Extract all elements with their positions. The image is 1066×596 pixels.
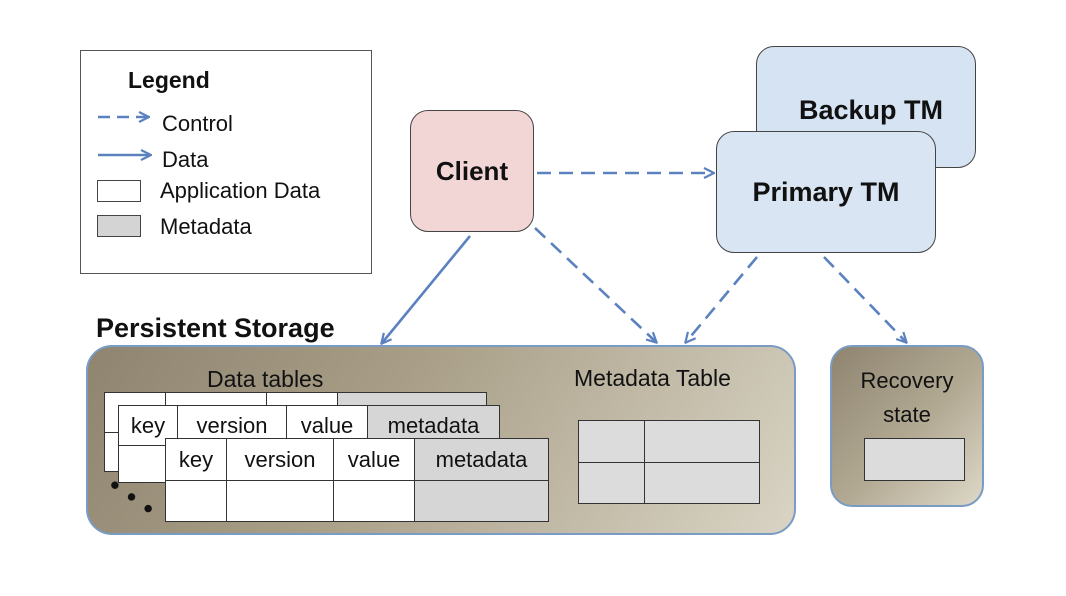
client-to-storage-arrow <box>382 235 472 343</box>
col-key: key <box>165 438 227 481</box>
legend-metadata-label: Metadata <box>160 214 252 239</box>
persistent-storage-title: Persistent Storage <box>96 313 335 343</box>
primary-to-metadata-arrow <box>686 256 758 342</box>
mid-col-key: key <box>118 405 178 446</box>
legend-metadata-swatch <box>97 215 141 237</box>
data-tables-label: Data tables <box>207 366 324 392</box>
metadata-table-label: Metadata Table <box>574 365 731 391</box>
metadata-table-col-divider <box>644 420 645 504</box>
legend-application-data-swatch <box>97 180 141 202</box>
legend-application-data-label: Application Data <box>160 178 321 203</box>
data-table-front: key version value metadata <box>165 438 549 522</box>
col-value: value <box>333 438 415 481</box>
metadata-table-row-divider <box>578 462 760 463</box>
primary-tm-node: Primary TM <box>716 131 936 253</box>
recovery-state-label: Recovery state <box>860 368 954 427</box>
recovery-state-box <box>864 438 965 481</box>
legend-title: Legend <box>128 67 210 93</box>
col-version: version <box>226 438 334 481</box>
legend-data-label: Data <box>162 147 209 172</box>
client-node: Client <box>410 110 534 232</box>
primary-to-recovery-arrow <box>823 256 906 342</box>
col-metadata: metadata <box>414 438 549 481</box>
legend-control-label: Control <box>162 111 233 136</box>
client-to-metadata-arrow <box>534 227 656 342</box>
